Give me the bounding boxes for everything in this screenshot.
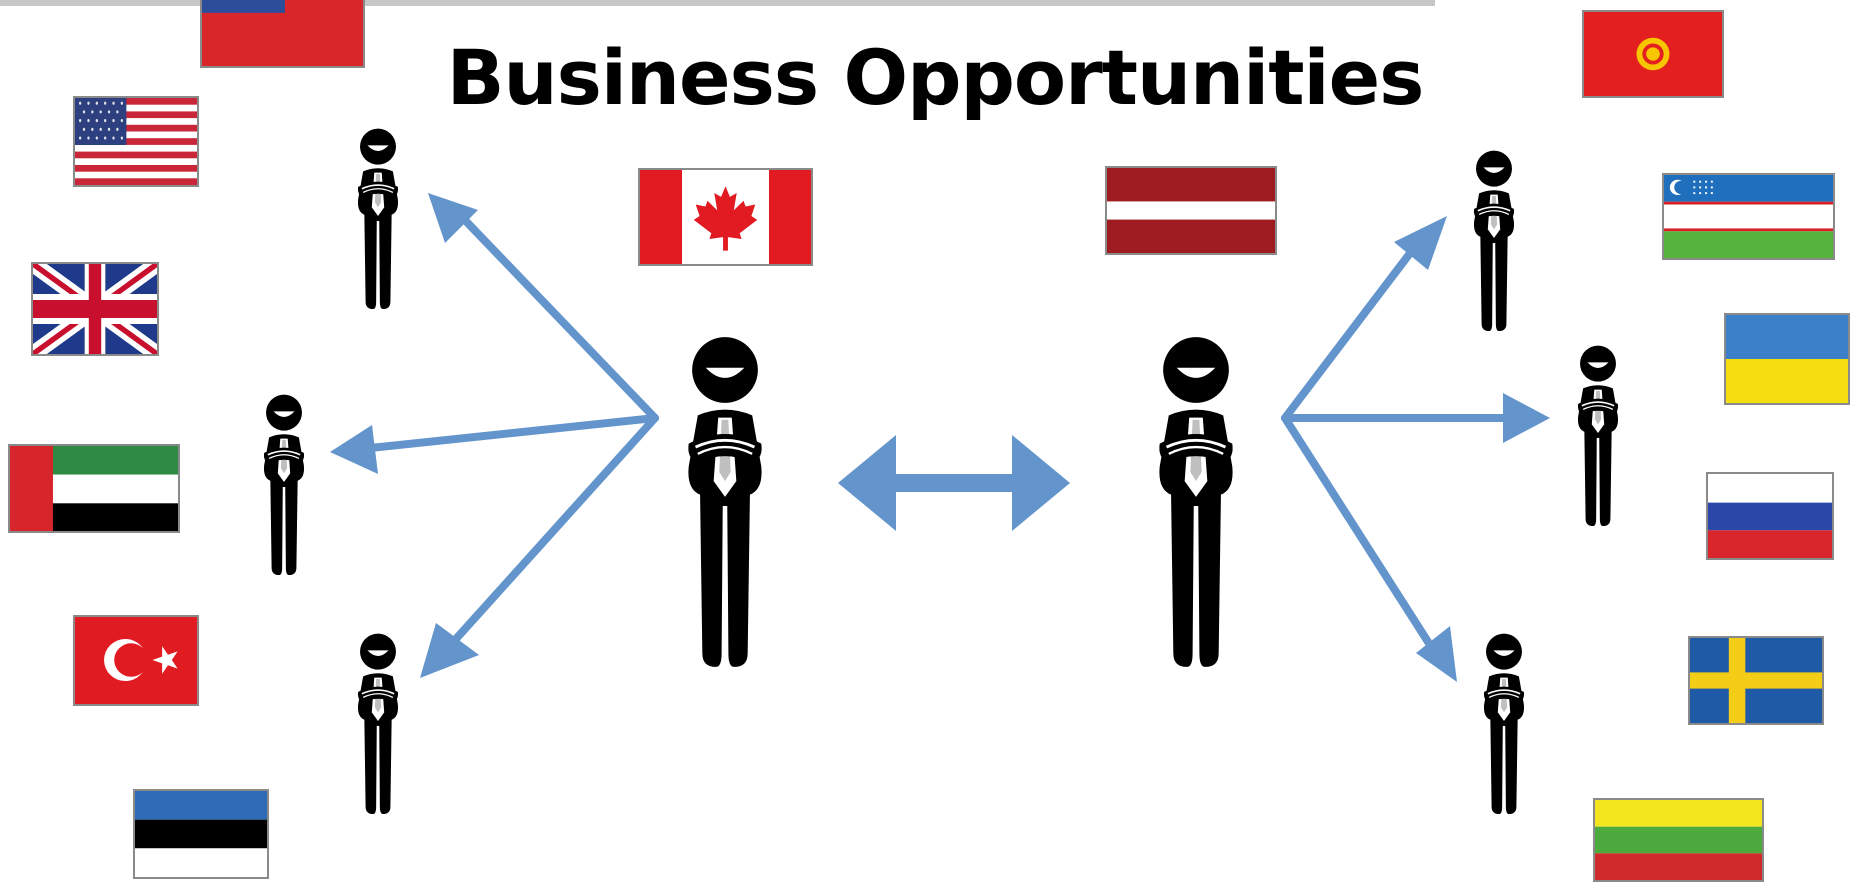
double-arrow bbox=[838, 435, 1070, 531]
arrowhead-middle-left bbox=[330, 425, 378, 474]
kyrgyzstan-flag bbox=[1582, 10, 1724, 98]
uzbekistan-flag bbox=[1662, 173, 1835, 260]
uk-flag bbox=[31, 262, 159, 356]
arrow-middle-left bbox=[366, 414, 659, 452]
person-lower-right bbox=[1483, 633, 1525, 815]
person-middle-left bbox=[263, 394, 305, 576]
slide-title: Business Opportunities bbox=[446, 33, 1425, 122]
top-divider bbox=[0, 0, 1435, 6]
right-hub-person bbox=[1157, 336, 1235, 669]
person-middle-right bbox=[1577, 345, 1619, 527]
arrowhead-upper-left bbox=[428, 193, 478, 243]
arrowhead-lower-left bbox=[420, 623, 479, 678]
latvia-flag bbox=[1105, 166, 1277, 255]
arrowhead-upper-right bbox=[1394, 216, 1447, 270]
canada-flag bbox=[638, 168, 813, 266]
person-lower-left bbox=[357, 633, 399, 815]
estonia-flag bbox=[133, 789, 269, 879]
arrowhead-lower-right bbox=[1416, 626, 1457, 682]
arrow-lower-left bbox=[451, 414, 659, 644]
arrow-lower-right bbox=[1281, 414, 1434, 649]
arrowhead-middle-right bbox=[1503, 393, 1550, 443]
ukraine-flag bbox=[1724, 313, 1850, 405]
uae-flag bbox=[8, 444, 180, 533]
arrow-upper-right bbox=[1281, 236, 1424, 422]
russia-flag bbox=[1706, 472, 1834, 560]
person-upper-right bbox=[1473, 150, 1515, 332]
usa-flag bbox=[73, 96, 199, 187]
partial-flag bbox=[200, 0, 365, 68]
lithuania-flag bbox=[1593, 798, 1764, 882]
person-upper-left bbox=[357, 128, 399, 310]
left-hub-person bbox=[686, 336, 764, 669]
turkey-flag bbox=[73, 615, 199, 706]
left-hub-arrows bbox=[366, 211, 659, 644]
sweden-flag bbox=[1688, 636, 1824, 725]
right-hub-arrows bbox=[1281, 236, 1509, 649]
arrow-upper-left bbox=[456, 211, 659, 422]
